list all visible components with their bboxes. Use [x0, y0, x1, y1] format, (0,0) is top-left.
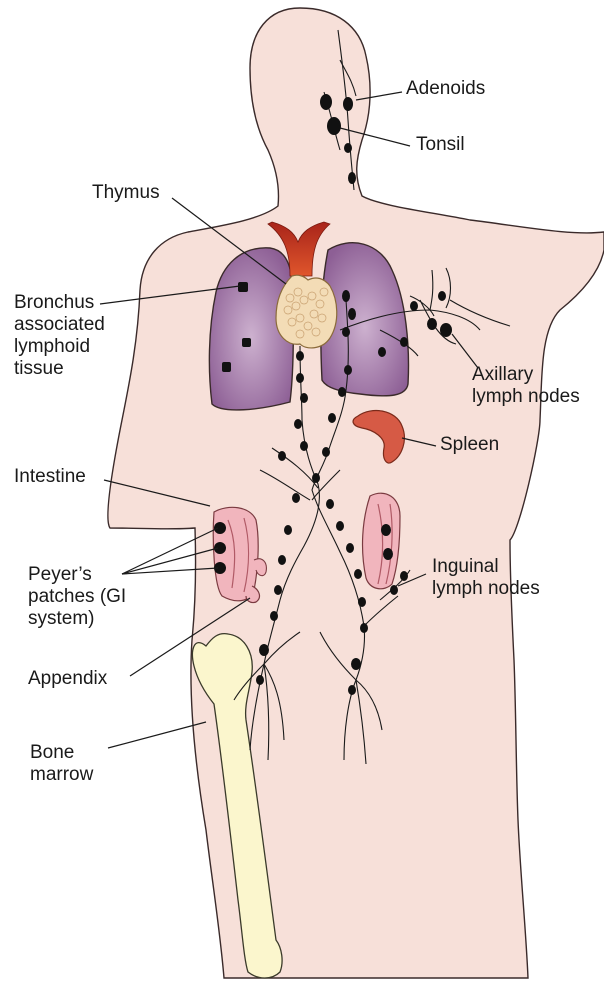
label-bone-marrow: Bone marrow [30, 742, 93, 786]
label-peyers-patches: Peyer’s patches (GI system) [28, 564, 126, 630]
label-appendix: Appendix [28, 668, 107, 690]
label-tonsil: Tonsil [416, 134, 465, 156]
label-adenoids: Adenoids [406, 78, 485, 100]
label-spleen: Spleen [440, 434, 499, 456]
body-silhouette [108, 8, 604, 978]
label-thymus: Thymus [92, 182, 160, 204]
label-axillary-lymph-nodes: Axillary lymph nodes [472, 364, 580, 408]
label-intestine: Intestine [14, 466, 86, 488]
label-bronchus-associated-lymphoid-tissue: Bronchus associated lymphoid tissue [14, 292, 105, 380]
label-inguinal-lymph-nodes: Inguinal lymph nodes [432, 556, 540, 600]
thymus-organ [276, 275, 337, 348]
right-intestine [363, 493, 400, 589]
